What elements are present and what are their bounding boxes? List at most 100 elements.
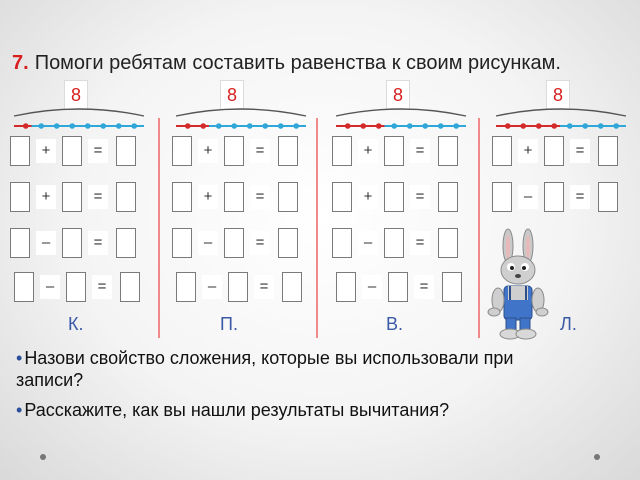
red-dot — [551, 123, 558, 129]
operand-box-1[interactable] — [336, 272, 356, 302]
result-box[interactable] — [598, 136, 618, 166]
operand-box-2[interactable] — [384, 182, 404, 212]
total-badge: 8 — [386, 80, 410, 110]
blue-dot — [215, 123, 222, 129]
equals-sign: = — [250, 139, 270, 163]
result-box[interactable] — [442, 272, 462, 302]
red-dot — [375, 123, 382, 129]
operand-box-2[interactable] — [384, 136, 404, 166]
operand-box-2[interactable] — [224, 182, 244, 212]
operand-box-2[interactable] — [66, 272, 86, 302]
result-box[interactable] — [116, 228, 136, 258]
result-box[interactable] — [278, 228, 298, 258]
question-2-text: Расскажите, как вы нашли результаты вычи… — [24, 400, 450, 420]
equals-sign: = — [250, 231, 270, 255]
operator-sign: – — [202, 275, 222, 299]
blue-dot — [100, 123, 107, 129]
column-1: 8+=+=–=–=К. — [10, 80, 160, 340]
operator-sign: – — [40, 275, 60, 299]
question-1-cont-text: записи? — [16, 370, 84, 390]
operator-sign: + — [36, 185, 56, 209]
operand-box-1[interactable] — [176, 272, 196, 302]
bunny-illustration — [487, 228, 549, 340]
blue-dot — [115, 123, 122, 129]
equals-sign: = — [250, 185, 270, 209]
operator-sign: – — [198, 231, 218, 255]
operand-box-1[interactable] — [10, 182, 30, 212]
column-letter: П. — [220, 314, 238, 334]
question-1-cont: записи? — [16, 369, 83, 391]
red-dot — [535, 123, 542, 129]
result-box[interactable] — [438, 136, 458, 166]
operand-box-2[interactable] — [228, 272, 248, 302]
number-line — [13, 108, 145, 129]
result-box[interactable] — [116, 182, 136, 212]
question-2: •Расскажите, как вы нашли результаты выч… — [16, 399, 449, 421]
red-dot — [360, 123, 367, 129]
number-line — [335, 108, 467, 129]
result-box[interactable] — [120, 272, 140, 302]
red-dot — [22, 123, 29, 129]
operand-box-2[interactable] — [544, 182, 564, 212]
operand-box-1[interactable] — [172, 228, 192, 258]
operand-box-1[interactable] — [332, 182, 352, 212]
operand-box-2[interactable] — [62, 136, 82, 166]
blue-dot — [69, 123, 76, 129]
total-badge: 8 — [64, 80, 88, 110]
brace-arc — [495, 108, 627, 117]
result-box[interactable] — [598, 182, 618, 212]
equals-sign: = — [570, 185, 590, 209]
operand-box-1[interactable] — [14, 272, 34, 302]
operand-box-1[interactable] — [172, 136, 192, 166]
equals-sign: = — [88, 139, 108, 163]
result-box[interactable] — [438, 228, 458, 258]
result-box[interactable] — [278, 182, 298, 212]
question-1-text: Назови свойство сложения, которые вы исп… — [24, 348, 514, 368]
operand-box-1[interactable] — [332, 136, 352, 166]
equals-sign: = — [570, 139, 590, 163]
operand-box-1[interactable] — [492, 136, 512, 166]
equals-sign: = — [410, 185, 430, 209]
equals-sign: = — [410, 139, 430, 163]
blue-dot — [53, 123, 60, 129]
operator-sign: + — [518, 139, 538, 163]
result-box[interactable] — [278, 136, 298, 166]
corner-dot-right — [594, 454, 600, 460]
blue-dot — [613, 123, 620, 129]
operand-box-1[interactable] — [10, 136, 30, 166]
result-box[interactable] — [116, 136, 136, 166]
number-line — [495, 108, 627, 129]
total-badge: 8 — [220, 80, 244, 110]
operand-box-2[interactable] — [388, 272, 408, 302]
task-text: Помоги ребятам составить равенства к сво… — [34, 52, 561, 74]
blue-dot — [437, 123, 444, 129]
operand-box-2[interactable] — [224, 136, 244, 166]
equals-sign: = — [92, 275, 112, 299]
red-dot — [184, 123, 191, 129]
operand-box-2[interactable] — [544, 136, 564, 166]
result-box[interactable] — [282, 272, 302, 302]
blue-dot — [406, 123, 413, 129]
brace-arc — [175, 108, 307, 117]
operand-box-1[interactable] — [10, 228, 30, 258]
divider-2 — [316, 118, 318, 338]
operand-box-1[interactable] — [492, 182, 512, 212]
equals-sign: = — [254, 275, 274, 299]
result-box[interactable] — [438, 182, 458, 212]
operand-box-2[interactable] — [224, 228, 244, 258]
task-number: 7. — [12, 52, 29, 74]
operator-sign: + — [358, 185, 378, 209]
column-4: 8+=–=Л. — [492, 80, 640, 340]
total-badge: 8 — [546, 80, 570, 110]
blue-dot — [84, 123, 91, 129]
operand-box-2[interactable] — [62, 182, 82, 212]
operand-box-2[interactable] — [384, 228, 404, 258]
operand-box-1[interactable] — [172, 182, 192, 212]
operand-box-2[interactable] — [62, 228, 82, 258]
bullet-1: • — [16, 348, 23, 368]
brace-arc — [335, 108, 467, 117]
operator-sign: – — [36, 231, 56, 255]
column-letter: В. — [386, 314, 404, 334]
question-1: •Назови свойство сложения, которые вы ис… — [16, 347, 513, 369]
operand-box-1[interactable] — [332, 228, 352, 258]
